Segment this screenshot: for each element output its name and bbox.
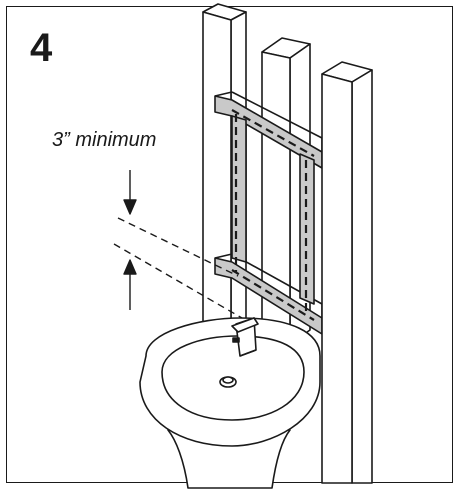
dimension-arrow-icon — [123, 170, 137, 310]
pedestal-sink-icon — [139, 317, 321, 489]
faucet-icon — [231, 317, 259, 357]
right-stud — [321, 61, 373, 484]
dimension-lines — [113, 217, 243, 319]
blocking-dashed-outline — [231, 109, 315, 321]
clearance-label: 3” minimum — [52, 129, 157, 151]
step-number: 4 — [30, 26, 53, 70]
